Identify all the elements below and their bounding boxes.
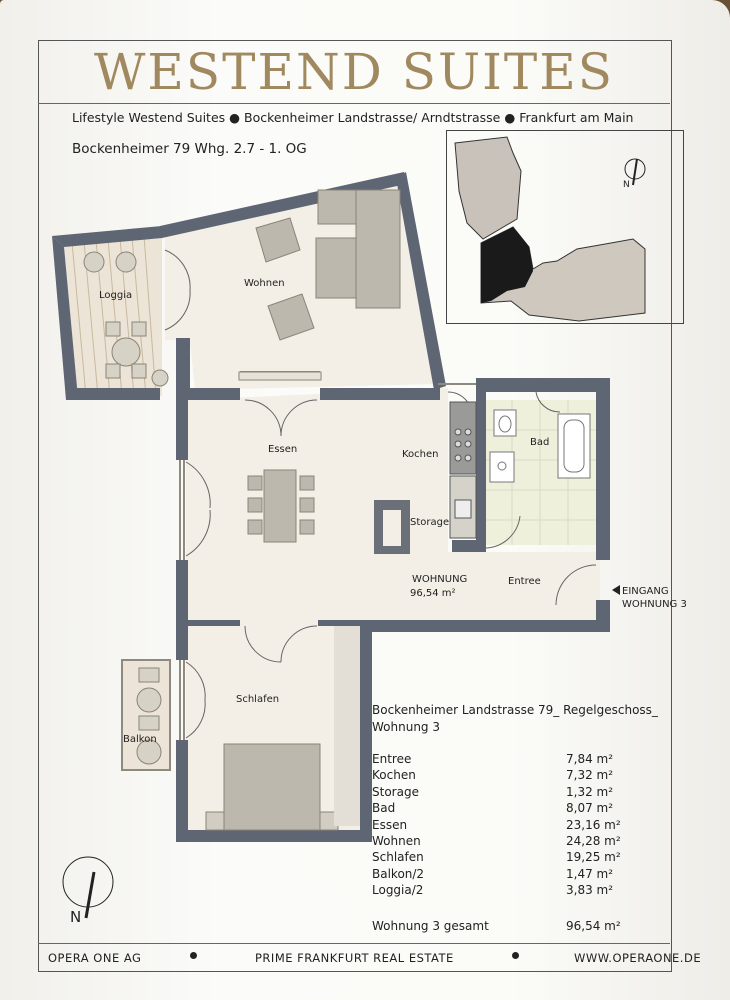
area-name: Balkon/2	[372, 866, 425, 881]
apartment-area: 96,54 m²	[410, 588, 456, 599]
area-row-kochen: Kochen 7,32 m²	[372, 768, 642, 784]
area-name: Wohnen	[372, 833, 421, 848]
footer-tagline: PRIME FRANKFURT REAL ESTATE	[255, 951, 454, 965]
site-highlight-unit	[481, 227, 533, 303]
footer-bullet	[190, 952, 197, 959]
room-label-kochen: Kochen	[402, 449, 439, 460]
balkon-floor	[121, 659, 171, 771]
subtitle-bullet: ●	[504, 110, 520, 125]
area-value: 3,83 m²	[566, 883, 614, 898]
kitchen-counter	[449, 401, 477, 539]
north-arrow-icon: N	[62, 856, 114, 926]
balkon-furniture	[136, 667, 162, 765]
area-name: Storage	[372, 784, 419, 799]
area-value: 7,84 m²	[566, 752, 614, 766]
area-total-row: Wohnung 3 gesamt 96,54 m²	[372, 919, 642, 935]
apartment-label: WOHNUNG	[412, 574, 467, 585]
bed	[205, 743, 339, 831]
wohnen-furniture	[238, 189, 401, 381]
area-name: Schlafen	[372, 850, 424, 865]
room-label-bad: Bad	[530, 437, 549, 448]
area-total-name: Wohnung 3 gesamt	[372, 919, 489, 933]
entrance-arrow-icon	[612, 585, 620, 595]
storage-cabinet	[374, 500, 410, 554]
room-label-storage: Storage	[410, 517, 449, 528]
area-value: 8,07 m²	[566, 801, 614, 816]
room-label-balkon: Balkon	[123, 734, 157, 745]
area-value: 19,25 m²	[566, 850, 621, 865]
wardrobe	[334, 626, 360, 826]
site-plan-drawing: N	[454, 136, 646, 322]
area-row-balkon: Balkon/2 1,47 m²	[372, 867, 642, 883]
area-name: Essen	[372, 817, 408, 832]
footer-bullet	[512, 952, 519, 959]
area-name: Bad	[372, 801, 396, 816]
site-north-icon: N	[623, 158, 646, 190]
area-value: 1,32 m²	[566, 784, 614, 799]
footer-divider	[38, 943, 670, 944]
area-name: Loggia/2	[372, 883, 424, 898]
summary-address: Bockenheimer Landstrasse 79_ Regelgescho…	[372, 702, 658, 736]
subtitle-bullet: ●	[229, 110, 245, 125]
area-row-wohnen: Wohnen 24,28 m²	[372, 834, 642, 850]
room-label-entree: Entree	[508, 576, 541, 587]
subtitle-project: Lifestyle Westend Suites	[72, 110, 226, 125]
doors	[164, 249, 597, 739]
area-row-loggia: Loggia/2 3,83 m²	[372, 883, 642, 899]
area-name: Kochen	[372, 768, 416, 783]
dining-furniture	[247, 469, 315, 543]
site-plan: N	[446, 130, 684, 324]
header-subtitle: Lifestyle Westend Suites ● Bockenheimer …	[72, 110, 633, 125]
summary-address-line1: Bockenheimer Landstrasse 79_ Regelgescho…	[372, 703, 658, 717]
subtitle-street: Bockenheimer Landstrasse/ Arndtstrasse	[244, 110, 501, 125]
footer-website: WWW.OPERAONE.DE	[574, 951, 702, 965]
entrance-label: EINGANG WOHNUNG 3	[622, 585, 687, 611]
bath-fixtures	[489, 409, 591, 483]
room-label-schlafen: Schlafen	[236, 694, 279, 705]
title-divider	[38, 103, 670, 104]
sheet-frame	[38, 40, 672, 972]
area-row-schlafen: Schlafen 19,25 m²	[372, 850, 642, 866]
area-value: 24,28 m²	[566, 833, 621, 848]
area-name: Entree	[372, 752, 412, 766]
site-north-label: N	[623, 180, 630, 190]
entrance-label-line1: EINGANG	[622, 586, 669, 597]
room-label-loggia: Loggia	[99, 290, 132, 301]
room-label-wohnen: Wohnen	[244, 278, 285, 289]
subtitle-city: Frankfurt am Main	[519, 110, 634, 125]
area-row-entree: Entree 7,84 m²	[372, 752, 642, 768]
area-table: Entree 7,84 m² Kochen 7,32 m² Storage 1,32 …	[372, 752, 642, 900]
entrance-label-line2: WOHNUNG 3	[622, 599, 687, 610]
loggia-furniture	[83, 251, 169, 387]
site-building-north	[454, 136, 522, 240]
area-value: 7,32 m²	[566, 768, 614, 783]
brand-title: WESTEND SUITES	[94, 43, 614, 101]
room-label-essen: Essen	[268, 444, 297, 455]
area-row-bad: Bad 8,07 m²	[372, 801, 642, 817]
area-value: 1,47 m²	[566, 866, 614, 881]
area-value: 23,16 m²	[566, 817, 621, 832]
footer-company: OPERA ONE AG	[48, 951, 142, 965]
area-total-value: 96,54 m²	[566, 919, 621, 933]
area-row-storage: Storage 1,32 m²	[372, 785, 642, 801]
unit-line: Bockenheimer 79 Whg. 2.7 - 1. OG	[72, 141, 307, 157]
windows	[179, 371, 476, 740]
walls	[52, 172, 610, 842]
area-row-essen: Essen 23,16 m²	[372, 818, 642, 834]
summary-address-line2: Wohnung 3	[372, 720, 440, 734]
north-label: N	[70, 908, 81, 926]
